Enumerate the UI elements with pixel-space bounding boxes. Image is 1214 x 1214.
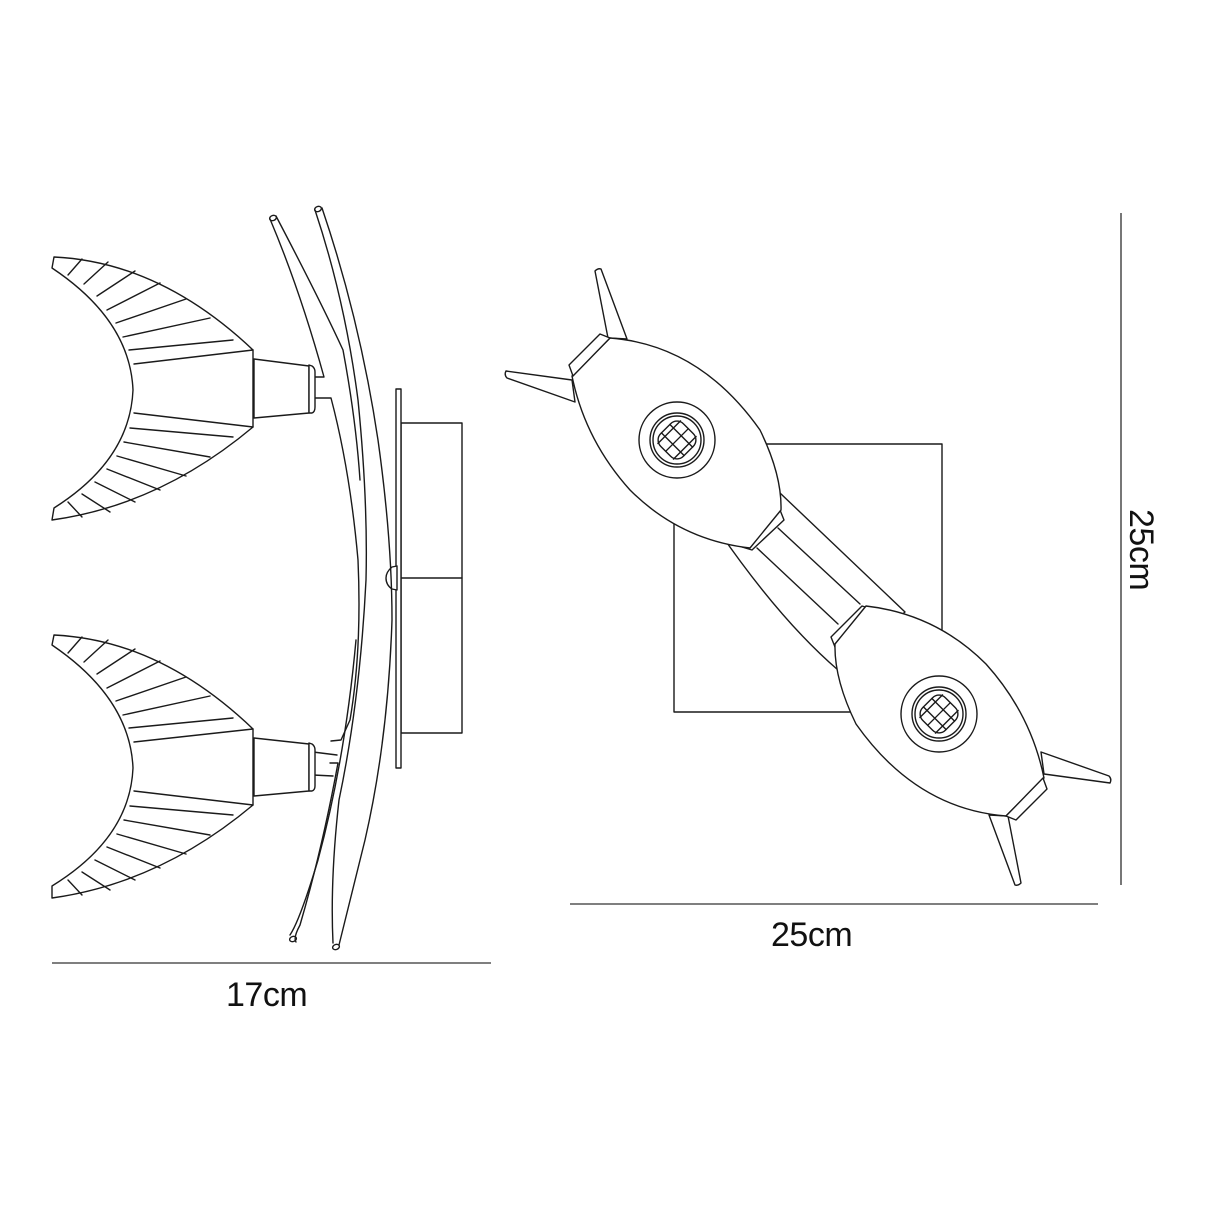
- front-height-label: 25cm: [1122, 509, 1160, 591]
- lower-lamp-head: [834, 605, 1112, 886]
- side-width-label: 17cm: [226, 976, 308, 1014]
- side-view: [51, 205, 491, 964]
- upper-shade: [51, 256, 316, 521]
- wall-plate: [385, 388, 463, 769]
- front-view: [504, 213, 1122, 905]
- curved-arms: [268, 205, 393, 951]
- lower-shade: [51, 634, 316, 899]
- upper-lamp-head: [504, 268, 782, 549]
- front-width-label: 25cm: [771, 916, 853, 954]
